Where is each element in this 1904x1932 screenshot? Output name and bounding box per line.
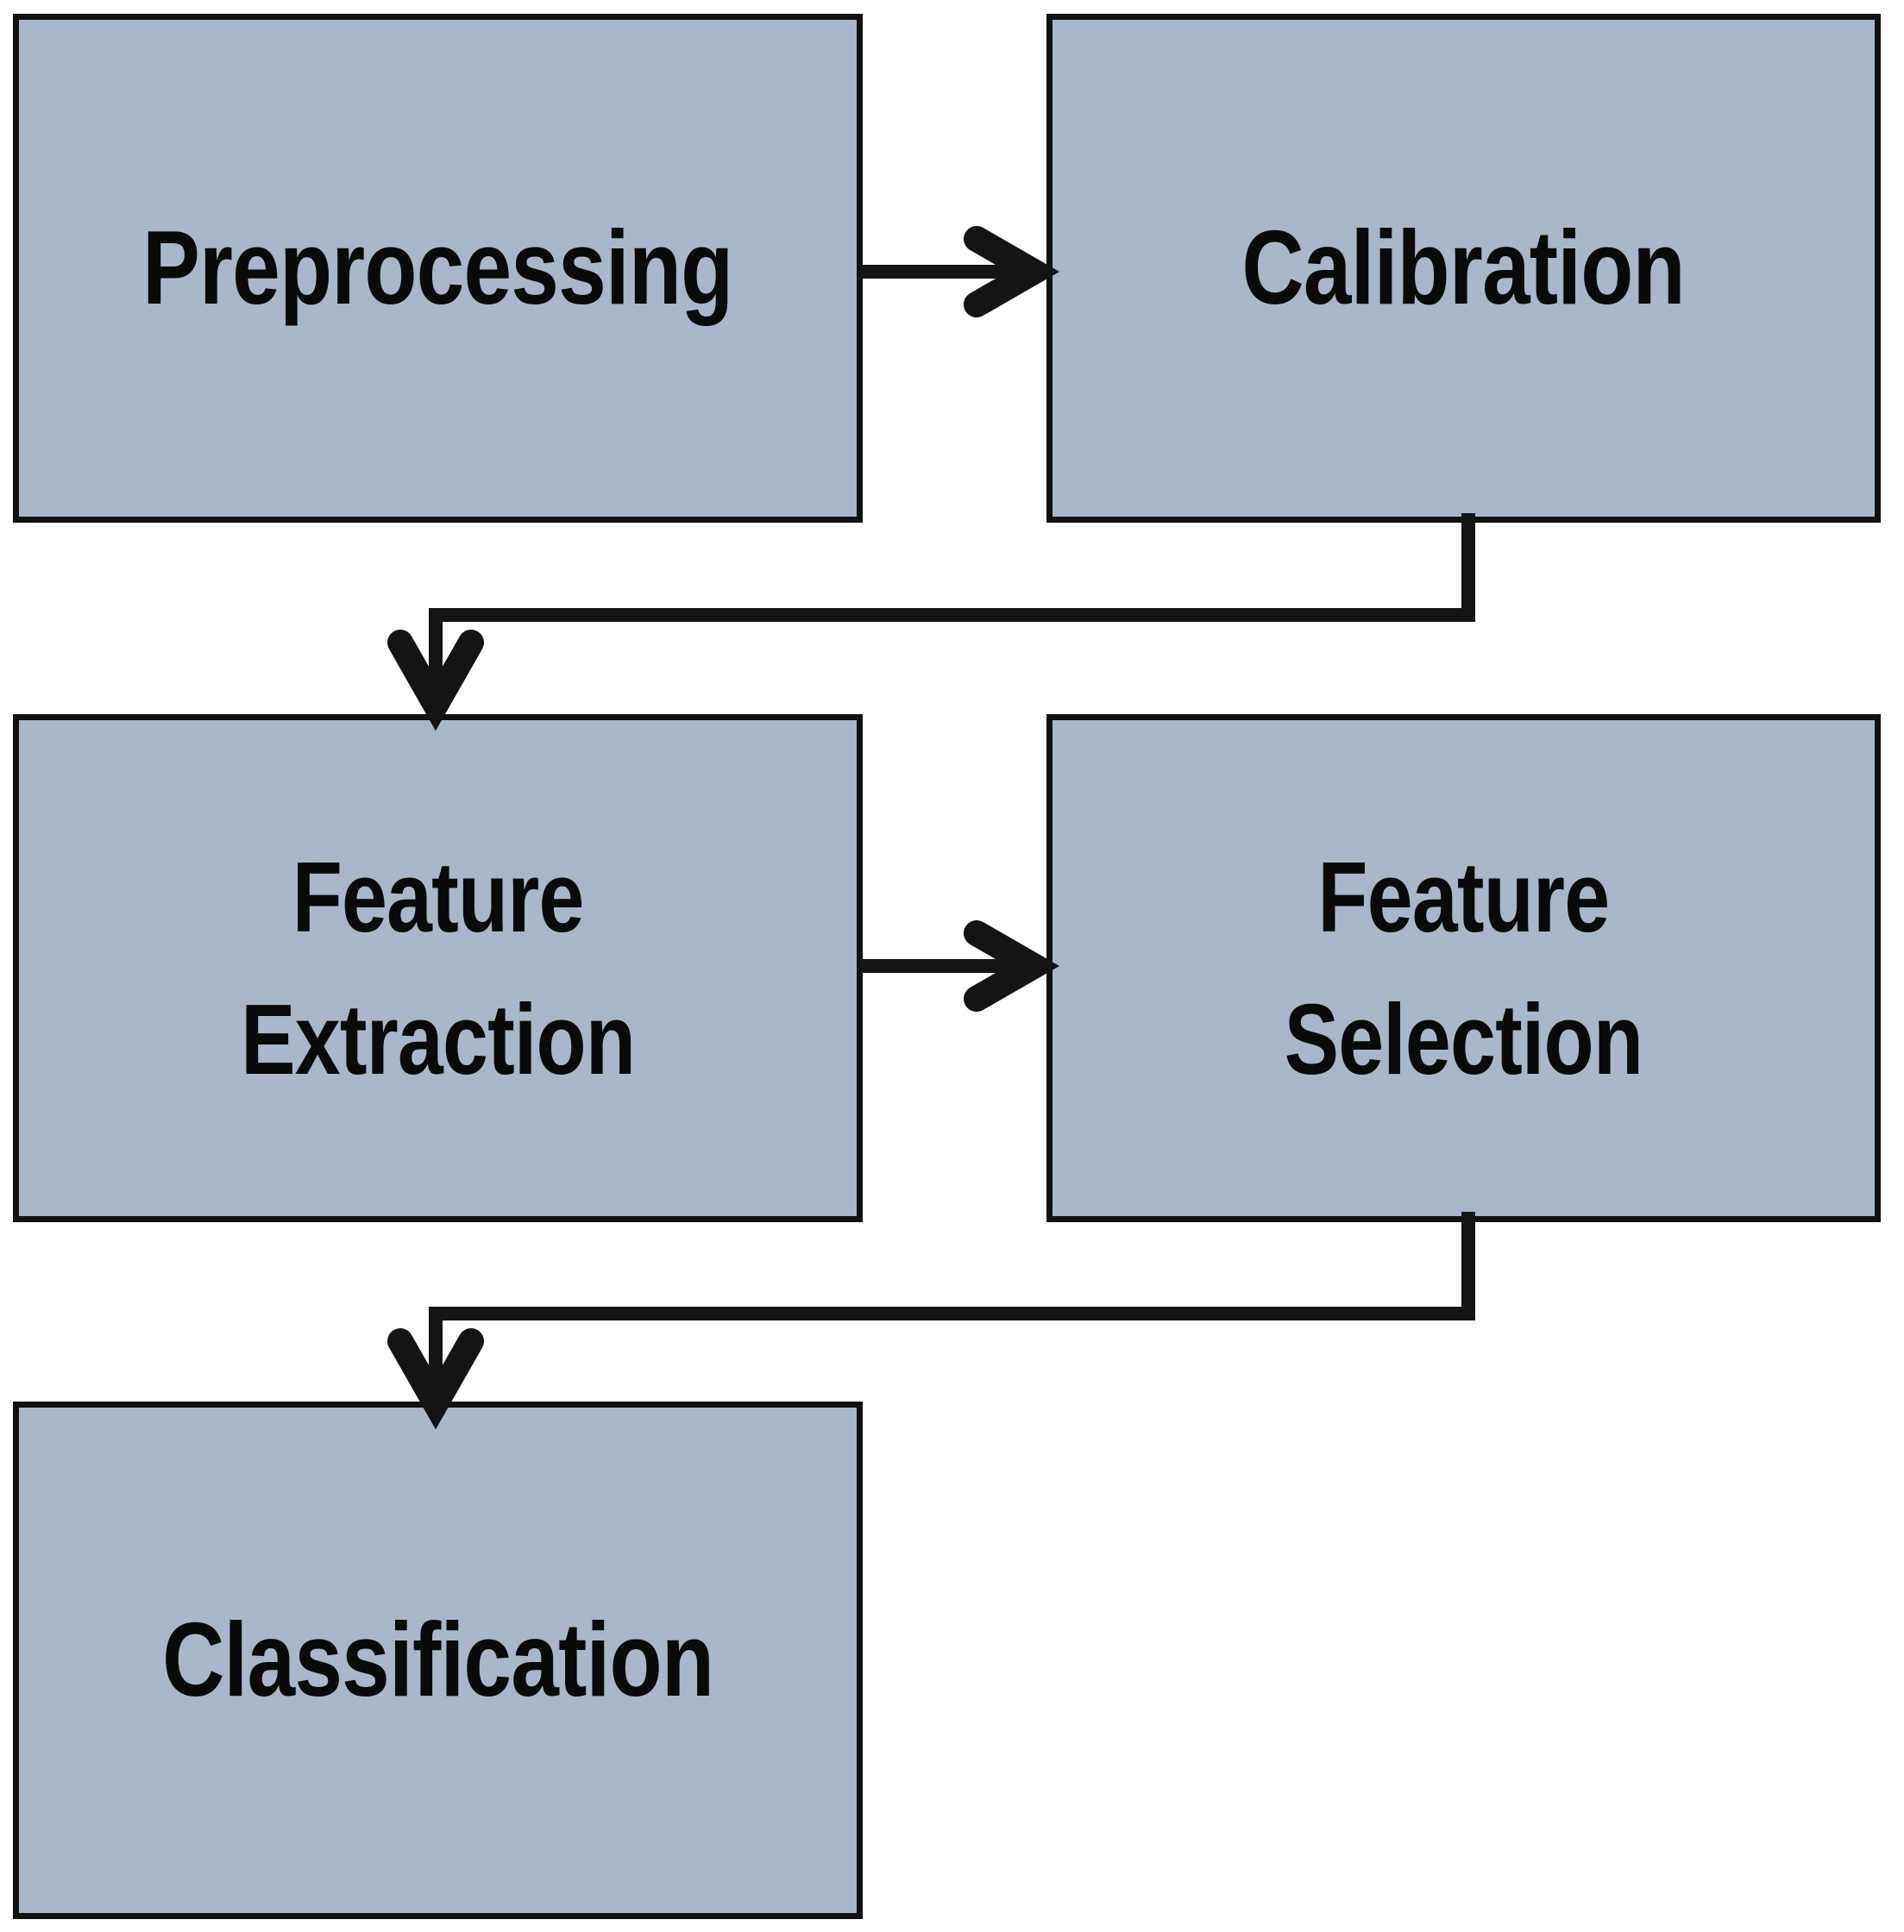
- node-feature-extraction-label: Feature Extraction: [241, 840, 636, 1095]
- arrowhead-down-icon: [387, 630, 484, 731]
- node-calibration-label: Calibration: [1241, 209, 1686, 327]
- node-calibration[interactable]: Calibration: [1046, 14, 1881, 523]
- edge-shaft: [429, 513, 1475, 686]
- node-feature-selection[interactable]: Feature Selection: [1046, 714, 1881, 1222]
- arrowhead-right-icon: [964, 226, 1060, 317]
- edge-shaft: [429, 1212, 1475, 1384]
- node-preprocessing-label: Preprocessing: [142, 209, 733, 327]
- node-feature-extraction[interactable]: Feature Extraction: [13, 714, 863, 1222]
- edge-feature-selection-to-classification: [259, 1212, 1510, 1430]
- arrowhead-right-icon: [964, 920, 1060, 1012]
- node-classification[interactable]: Classification: [13, 1402, 863, 1919]
- node-preprocessing[interactable]: Preprocessing: [13, 14, 863, 523]
- node-feature-selection-label: Feature Selection: [1284, 840, 1643, 1095]
- node-classification-label: Classification: [162, 1601, 714, 1719]
- edge-calibration-to-feature-extraction: [259, 513, 1510, 731]
- edge-feature-extraction-to-feature-selection: [845, 914, 1060, 1018]
- edge-preprocessing-to-calibration: [845, 220, 1060, 323]
- arrowhead-down-icon: [387, 1328, 484, 1430]
